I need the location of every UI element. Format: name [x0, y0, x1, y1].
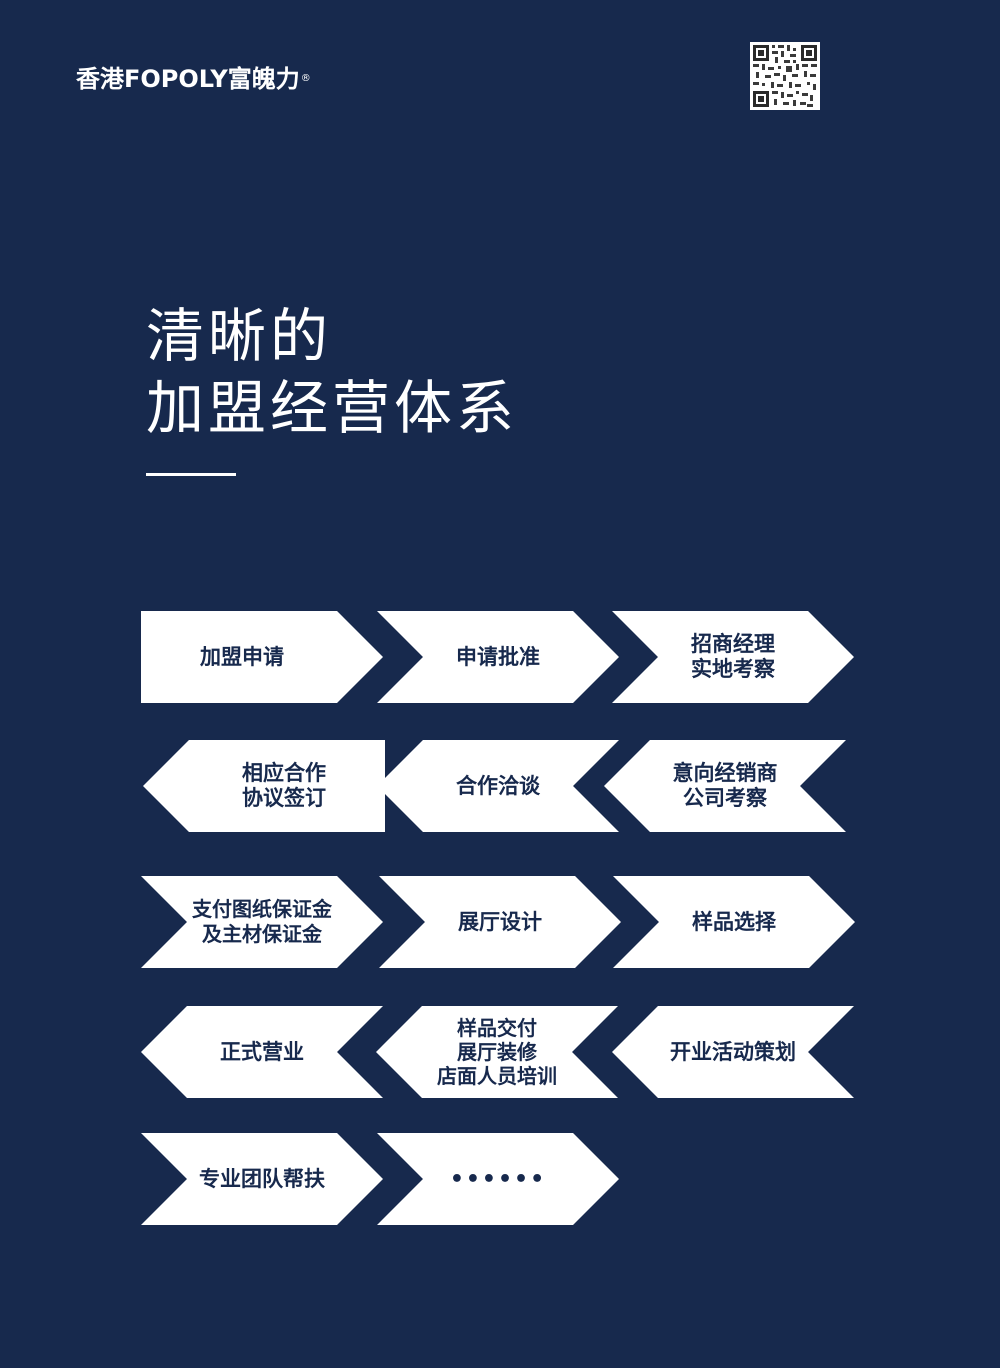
- flow-step-label: 样品交付 展厅装修 店面人员培训: [437, 1016, 557, 1088]
- flow-step-13: 专业团队帮扶: [141, 1133, 383, 1225]
- flow-step-4: 相应合作 协议签订: [143, 740, 385, 832]
- flow-step-9: 样品选择: [613, 876, 855, 968]
- flow-step-2: 申请批准: [377, 611, 619, 703]
- flow-step-8: 展厅设计: [379, 876, 621, 968]
- flow-step-label: 样品选择: [692, 909, 776, 934]
- flow-step-label: 申请批准: [456, 644, 540, 669]
- flow-step-label: 专业团队帮扶: [199, 1166, 325, 1191]
- ellipsis-dots: ••••••: [449, 1166, 547, 1192]
- flow-step-label: 开业活动策划: [670, 1039, 796, 1064]
- flow-step-label: 展厅设计: [458, 909, 542, 934]
- qr-code-graphic: [750, 42, 820, 110]
- flow-step-label: 招商经理 实地考察: [691, 632, 775, 681]
- flow-step-3: 招商经理 实地考察: [612, 611, 854, 703]
- flow-step-1: 加盟申请: [141, 611, 383, 703]
- headline-underline: [146, 473, 236, 476]
- flow-step-10: 正式营业: [141, 1006, 383, 1098]
- headline-line-2: 加盟经营体系: [146, 374, 519, 442]
- qr-code-icon: [750, 42, 820, 110]
- brand-logo-text: 香港FOPOLY富魄力: [76, 65, 300, 93]
- flow-step-label: 正式营业: [220, 1039, 304, 1064]
- flow-step-label: 合作洽谈: [456, 773, 540, 798]
- flow-step-7: 支付图纸保证金 及主材保证金: [141, 876, 383, 968]
- flow-step-12: 开业活动策划: [612, 1006, 854, 1098]
- flow-step-5: 合作洽谈: [377, 740, 619, 832]
- flow-step-11: 样品交付 展厅装修 店面人员培训: [376, 1006, 618, 1098]
- headline-line-1: 清晰的: [146, 302, 333, 370]
- flow-step-14: ••••••: [377, 1133, 619, 1225]
- page-headline: 清晰的 加盟经营体系: [146, 300, 518, 444]
- flow-step-label: 意向经销商 公司考察: [672, 761, 778, 810]
- flow-step-label: 支付图纸保证金 及主材保证金: [192, 897, 332, 946]
- flow-step-label: 加盟申请: [200, 644, 284, 669]
- flow-step-label: 相应合作 协议签订: [242, 761, 326, 810]
- registered-mark: ®: [300, 73, 311, 84]
- brand-logo: 香港FOPOLY富魄力®: [76, 64, 311, 94]
- flow-step-6: 意向经销商 公司考察: [604, 740, 846, 832]
